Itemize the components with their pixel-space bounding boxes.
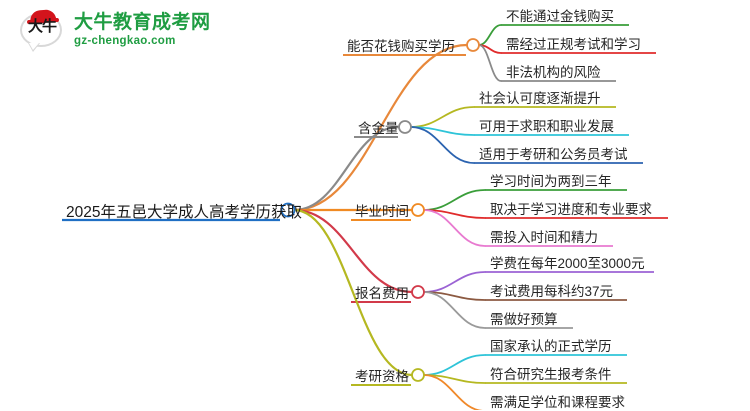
leaf-label-2-1: 取决于学习进度和专业要求	[490, 202, 652, 217]
leaf-label-0-2: 非法机构的风险	[506, 65, 601, 80]
branch-label-0: 能否花钱购买学历	[347, 39, 455, 54]
leaf-connector-3-2	[423, 291, 486, 329]
leaf-connector-2-0	[423, 189, 486, 211]
leaf-connector-2-2	[423, 209, 486, 247]
leaf-label-3-2: 需做好预算	[490, 312, 558, 327]
logo-chinese-text: 大牛	[27, 18, 57, 35]
leaf-connector-4-0	[423, 354, 486, 376]
speech-bubble-tail-inner	[29, 43, 39, 50]
branch-connector-1	[292, 125, 401, 212]
branch-node-3[interactable]	[411, 285, 425, 299]
branch-node-0[interactable]	[466, 38, 480, 52]
leaf-connector-0-0	[478, 24, 502, 46]
root-node-label: 2025年五邑大学成人高考学历获取	[66, 204, 302, 221]
leaf-label-2-0: 学习时间为两到三年	[490, 174, 612, 189]
leaf-label-0-0: 不能通过金钱购买	[506, 9, 614, 24]
branch-node-1[interactable]	[398, 120, 412, 134]
leaf-label-4-0: 国家承认的正式学历	[490, 339, 612, 354]
leaf-label-3-0: 学费在每年2000至3000元	[490, 256, 645, 271]
leaf-label-4-1: 符合研究生报考条件	[490, 367, 612, 382]
branch-label-1: 含金量	[358, 121, 399, 136]
site-header: 大牛 大牛教育成考网 gz-chengkao.com	[18, 8, 211, 52]
leaf-label-2-2: 需投入时间和精力	[490, 230, 598, 245]
leaf-connector-1-0	[410, 106, 475, 128]
branch-connector-0	[292, 43, 469, 212]
brand-domain: gz-chengkao.com	[74, 35, 176, 47]
branch-label-2: 毕业时间	[355, 204, 409, 219]
leaf-label-1-0: 社会认可度逐渐提升	[479, 91, 601, 106]
branch-label-4: 考研资格	[355, 369, 409, 384]
leaf-label-1-2: 适用于考研和公务员考试	[479, 147, 628, 162]
leaf-connector-1-2	[410, 126, 475, 164]
leaf-connector-0-2	[478, 44, 502, 82]
leaf-connector-4-2	[423, 374, 485, 410]
branch-node-4[interactable]	[411, 368, 425, 382]
branch-label-3: 报名费用	[355, 286, 409, 301]
branch-connector-3	[292, 208, 414, 294]
leaf-connector-3-0	[423, 271, 486, 293]
brand-name-cn: 大牛教育成考网	[74, 12, 211, 33]
leaf-label-1-1: 可用于求职和职业发展	[479, 119, 614, 134]
branch-connector-4	[292, 208, 414, 377]
root-node[interactable]	[280, 202, 296, 218]
branch-node-2[interactable]	[411, 203, 425, 217]
brand-logo-icon: 大牛	[18, 8, 66, 52]
leaf-label-0-1: 需经过正规考试和学习	[506, 37, 641, 52]
leaf-label-4-2: 需满足学位和课程要求	[490, 395, 625, 410]
brand-text-block: 大牛教育成考网 gz-chengkao.com	[74, 12, 211, 48]
leaf-label-3-1: 考试费用每科约37元	[490, 284, 614, 299]
